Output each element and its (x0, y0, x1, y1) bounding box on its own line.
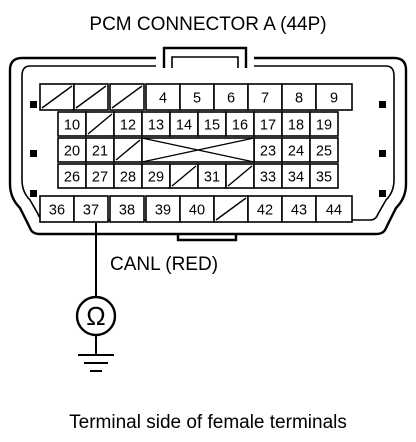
terminal-number: 4 (159, 91, 167, 107)
terminal-empty (169, 163, 199, 189)
side-markers (30, 101, 386, 197)
terminal-grid: 4 5 6 7 8 9 10 12 13 14 15 16 17 18 19 20 21 23 24 25 26 27 28… (39, 83, 353, 223)
terminal-31: 31 (197, 163, 227, 189)
terminal-5: 5 (179, 83, 215, 111)
wire-label: CANL (RED) (110, 254, 218, 275)
terminal-number: 35 (316, 170, 332, 186)
terminal-39: 39 (145, 195, 181, 223)
terminal-number: 33 (260, 170, 276, 186)
terminal-empty (225, 163, 255, 189)
terminal-number: 36 (49, 203, 65, 219)
terminal-18: 18 (281, 111, 311, 137)
terminal-23: 23 (253, 137, 283, 163)
terminal-number: 28 (120, 170, 136, 186)
terminal-number: 5 (193, 91, 201, 107)
terminal-number: 43 (291, 203, 307, 219)
terminal-empty (85, 111, 115, 137)
terminal-number: 15 (204, 118, 220, 134)
terminal-36: 36 (39, 195, 75, 223)
terminal-number: 13 (148, 118, 164, 134)
terminal-8: 8 (281, 83, 317, 111)
terminal-42: 42 (247, 195, 283, 223)
terminal-7: 7 (247, 83, 283, 111)
terminal-empty (113, 137, 143, 163)
terminal-number: 42 (257, 203, 273, 219)
terminal-33: 33 (253, 163, 283, 189)
terminal-25: 25 (309, 137, 339, 163)
terminal-number: 31 (204, 170, 220, 186)
terminal-21: 21 (85, 137, 115, 163)
terminal-number: 40 (189, 203, 205, 219)
terminal-number: 34 (288, 170, 304, 186)
terminal-number: 38 (119, 203, 135, 219)
terminal-10: 10 (57, 111, 87, 137)
caption: Terminal side of female terminals (69, 412, 347, 433)
terminal-number: 44 (326, 203, 342, 219)
terminal-empty (73, 83, 109, 111)
ohm-symbol: Ω (86, 301, 105, 331)
terminal-number: 7 (261, 91, 269, 107)
connector-title: PCM CONNECTOR A (44P) (89, 14, 326, 35)
terminal-number: 18 (288, 118, 304, 134)
connector-housing (8, 46, 408, 242)
terminal-37: 37 (73, 195, 109, 223)
terminal-20: 20 (57, 137, 87, 163)
terminal-24: 24 (281, 137, 311, 163)
terminal-number: 37 (83, 203, 99, 219)
terminal-19: 19 (309, 111, 339, 137)
terminal-number: 20 (64, 144, 80, 160)
terminal-26: 26 (57, 163, 87, 189)
terminal-number: 23 (260, 144, 276, 160)
terminal-38: 38 (109, 195, 145, 223)
terminal-29: 29 (141, 163, 171, 189)
terminal-40: 40 (179, 195, 215, 223)
terminal-44: 44 (315, 195, 353, 223)
terminal-4: 4 (145, 83, 181, 111)
terminal-27: 27 (85, 163, 115, 189)
terminal-15: 15 (197, 111, 227, 137)
terminal-12: 12 (113, 111, 143, 137)
terminal-empty (213, 195, 249, 223)
terminal-number: 9 (330, 91, 338, 107)
terminal-14: 14 (169, 111, 199, 137)
terminal-number: 26 (64, 170, 80, 186)
terminal-35: 35 (309, 163, 339, 189)
terminal-34: 34 (281, 163, 311, 189)
terminal-number: 27 (92, 170, 108, 186)
terminal-9: 9 (315, 83, 353, 111)
terminal-number: 16 (232, 118, 248, 134)
terminal-number: 29 (148, 170, 164, 186)
terminal-blank-block (141, 137, 255, 163)
terminal-number: 39 (155, 203, 171, 219)
terminal-number: 17 (260, 118, 276, 134)
terminal-16: 16 (225, 111, 255, 137)
ohmmeter-icon: Ω (75, 295, 117, 337)
terminal-number: 24 (288, 144, 304, 160)
terminal-number: 12 (120, 118, 136, 134)
terminal-empty (39, 83, 75, 111)
terminal-number: 19 (316, 118, 332, 134)
ground-icon (78, 354, 114, 372)
terminal-17: 17 (253, 111, 283, 137)
terminal-number: 21 (92, 144, 108, 160)
terminal-empty (109, 83, 145, 111)
terminal-number: 8 (295, 91, 303, 107)
terminal-43: 43 (281, 195, 317, 223)
terminal-number: 25 (316, 144, 332, 160)
terminal-13: 13 (141, 111, 171, 137)
terminal-number: 10 (64, 118, 80, 134)
terminal-number: 6 (227, 91, 235, 107)
terminal-28: 28 (113, 163, 143, 189)
terminal-6: 6 (213, 83, 249, 111)
terminal-number: 14 (176, 118, 192, 134)
